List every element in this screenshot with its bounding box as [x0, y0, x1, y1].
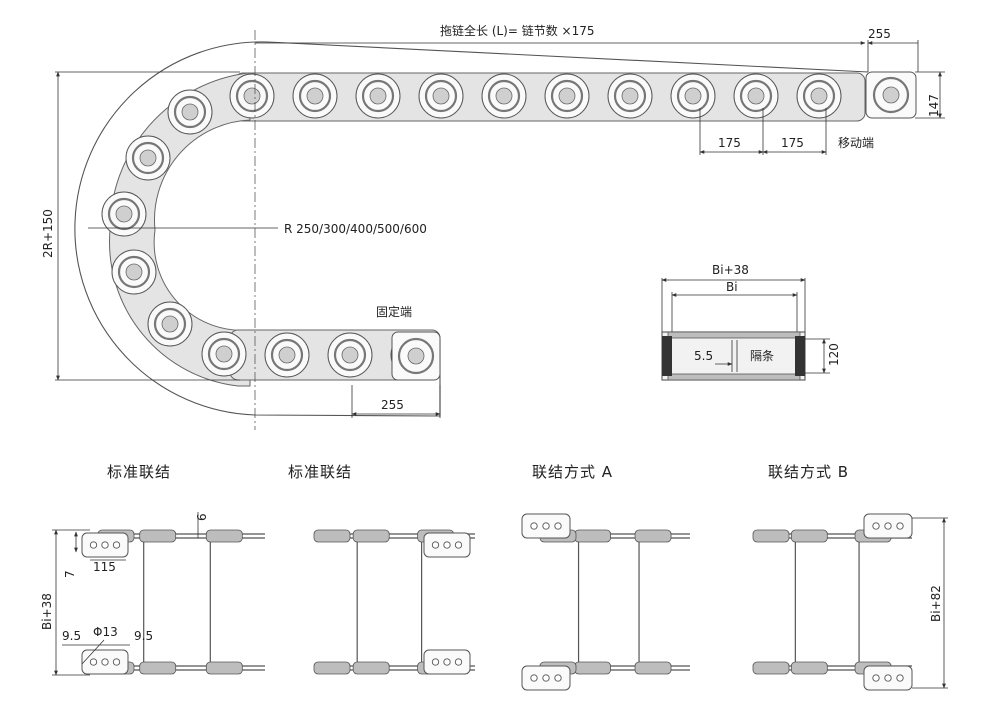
section-frame [661, 331, 806, 381]
chain-link [229, 73, 275, 119]
connection-bracket-top [863, 513, 913, 539]
end-offset-bottom-label: 255 [381, 398, 404, 412]
variant-title-1: 标准联结 [107, 463, 171, 481]
hole-left-label: 9.5 [62, 629, 81, 643]
cross-section-view: Bi+38 Bi 5.5 隔条 120 [661, 263, 841, 381]
chain-outer-envelope [74, 41, 869, 417]
connection-variant-1 [81, 529, 265, 675]
connection-bracket-bottom [423, 649, 471, 675]
variant-4-height-label: Bi+82 [929, 585, 943, 622]
connection-bracket-bottom [81, 649, 129, 675]
chain-side-view: R 250/300/400/500/600 拖链全长 (L)= 链节数 ×175… [41, 23, 945, 430]
gap-label: 5.5 [694, 349, 713, 363]
chain-link [125, 135, 171, 181]
chain-link [418, 73, 464, 119]
variant-title-3: 联结方式 A [532, 463, 613, 481]
chain-link [264, 332, 310, 378]
chain-link [147, 301, 193, 347]
chain-link [101, 191, 147, 237]
connection-bracket-top [521, 513, 571, 539]
chain-link [733, 73, 779, 119]
chain-link [111, 249, 157, 295]
hole-leader [81, 639, 105, 665]
connection-bracket-bottom [521, 665, 571, 691]
dim-6-label: 6 [195, 513, 209, 521]
variant-4-dimensions: Bi+82 [912, 517, 948, 689]
pitch-b-label: 175 [781, 136, 804, 150]
separator-label: 隔条 [750, 349, 774, 363]
dim-115-label: 115 [93, 560, 116, 574]
connection-bracket-top [423, 532, 471, 558]
chain-link [796, 73, 842, 119]
height-2r-label: 2R+150 [41, 209, 55, 258]
connection-bracket-top [81, 532, 129, 558]
chain-link [167, 89, 213, 135]
section-bar-bottom [667, 373, 801, 381]
hole-diameter-label: Φ13 [93, 625, 118, 639]
chain-link [481, 73, 527, 119]
section-inner-width-label: Bi [726, 280, 738, 294]
chain-link [327, 332, 373, 378]
height-147-label: 147 [927, 94, 941, 117]
section-side-right [795, 336, 805, 376]
variant-title-2: 标准联结 [288, 463, 352, 481]
radius-label: R 250/300/400/500/600 [284, 222, 427, 236]
pitch-a-label: 175 [718, 136, 741, 150]
fixed-end-bracket [391, 331, 441, 381]
chain-link [201, 331, 247, 377]
moving-end-label: 移动端 [838, 136, 874, 150]
chain-link [544, 73, 590, 119]
moving-end-bracket [865, 71, 917, 119]
connection-variant-4 [752, 513, 913, 691]
section-height-label: 120 [827, 343, 841, 366]
section-bar-top [667, 331, 801, 339]
end-offset-top-label: 255 [868, 27, 891, 41]
connection-variant-3 [521, 513, 690, 691]
hole-right-label: 9.5 [134, 629, 153, 643]
fixed-end-label: 固定端 [376, 304, 412, 319]
variant-1-height-label: Bi+38 [40, 593, 54, 630]
dim-7-label: 7 [63, 570, 77, 578]
connection-variant-2 [313, 529, 475, 675]
connection-bracket-bottom [863, 665, 913, 691]
total-length-label: 拖链全长 (L)= 链节数 ×175 [440, 23, 595, 38]
chain-link [670, 73, 716, 119]
section-side-left [662, 336, 672, 376]
chain-link [607, 73, 653, 119]
chain-link [355, 73, 401, 119]
variant-1-dimensions: Bi+38 7 115 6 9.5 Φ13 9.5 [40, 512, 209, 676]
section-outer-width-label: Bi+38 [712, 263, 749, 277]
variant-title-4: 联结方式 B [768, 463, 849, 481]
chain-link [292, 73, 338, 119]
